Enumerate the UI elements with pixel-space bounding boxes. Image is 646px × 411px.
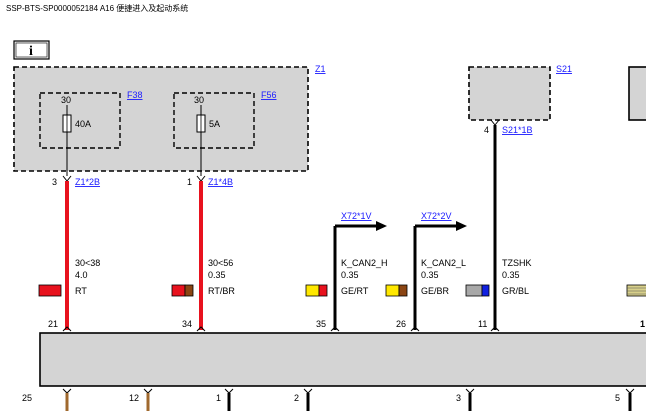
connector-link[interactable]: Z1*2B: [75, 177, 100, 187]
wire-size: 0.35: [341, 270, 359, 280]
bottom-pin: 21: [48, 319, 58, 329]
wire-30-56[interactable]: 1 Z1*4B 30<56 0.35 RT/BR 34: [171, 175, 235, 330]
wire-size: 4.0: [75, 270, 88, 280]
bottom-pin-label: 25: [22, 393, 32, 403]
wire-30-38[interactable]: 3 Z1*2B 30<38 4.0 RT 21: [38, 175, 100, 330]
wire-tzshk[interactable]: 4 S21*1B TZSHK 0.35 GR/BL 11: [465, 119, 533, 330]
bottom-pin-label: 2: [294, 393, 299, 403]
wire-k-can2-h[interactable]: X72*1V K_CAN2_H 0.35 GE/RT 35: [305, 211, 388, 330]
wire-color-swatch: [465, 284, 483, 297]
bottom-pin: 26: [396, 319, 406, 329]
bottom-pin: 1: [640, 319, 645, 329]
connector-link[interactable]: S21*1B: [502, 125, 533, 135]
fuse-f56: F56 30 5A: [173, 90, 277, 149]
connector-link[interactable]: Z1*4B: [208, 177, 233, 187]
wire-color-swatch: [305, 284, 320, 297]
wire-size: 0.35: [502, 270, 520, 280]
fuse-f56-rating: 5A: [209, 119, 220, 129]
wire-size: 0.35: [421, 270, 439, 280]
wire-color-code: GE/BR: [421, 286, 450, 296]
fuse-f38-rating: 40A: [75, 119, 91, 129]
wire-size: 0.35: [208, 270, 226, 280]
arrow-link[interactable]: X72*2V: [421, 211, 452, 221]
wire-color-swatch: [626, 284, 646, 297]
bottom-pin-label: 3: [456, 393, 461, 403]
wire-circuit: TZSHK: [502, 258, 532, 268]
wire-pin: 4: [484, 125, 489, 135]
wire-color-swatch: [385, 284, 400, 297]
bottom-pin-label: 1: [216, 393, 221, 403]
s21-link[interactable]: S21: [556, 64, 572, 74]
fuse-carrier-z1: Z1: [13, 64, 326, 172]
wire-color-swatch-stripe: [184, 284, 194, 297]
wire-color-swatch-stripe: [318, 284, 328, 297]
wire-k-can2-l[interactable]: X72*2V K_CAN2_L 0.35 GE/BR 26: [385, 211, 467, 330]
component-partial-right: [628, 66, 646, 121]
module-top-connectors: [62, 326, 500, 332]
wire-color-swatch-stripe: [398, 284, 408, 297]
wire-pin: 1: [187, 177, 192, 187]
module-bottom-pins: 25 12 1 2 3 5: [22, 388, 635, 411]
fuse-f38-pin: 30: [61, 95, 71, 105]
bottom-pin-label: 5: [615, 393, 620, 403]
wire-color-swatch: [38, 284, 62, 297]
arrow-link[interactable]: X72*1V: [341, 211, 372, 221]
bottom-pin: 35: [316, 319, 326, 329]
fuse-f56-link[interactable]: F56: [261, 90, 277, 100]
wire-pin: 3: [52, 177, 57, 187]
switch-s21: S21: [468, 64, 572, 121]
control-module[interactable]: [39, 332, 646, 387]
wire-circuit: 30<38: [75, 258, 100, 268]
wire-color-code: GR/BL: [502, 286, 529, 296]
wire-circuit: K_CAN2_L: [421, 258, 466, 268]
wire-partial-right: 1: [626, 284, 646, 329]
bottom-pin-label: 12: [129, 393, 139, 403]
wire-circuit: K_CAN2_H: [341, 258, 388, 268]
bottom-pin: 34: [182, 319, 192, 329]
fuse-f56-pin: 30: [194, 95, 204, 105]
info-button[interactable]: i: [13, 40, 50, 60]
wire-color-code: GE/RT: [341, 286, 369, 296]
wire-color-swatch-stripe: [481, 284, 490, 297]
wire-color-code: RT: [75, 286, 87, 296]
fuse-f38-link[interactable]: F38: [127, 90, 143, 100]
wire-circuit: 30<56: [208, 258, 233, 268]
wire-color-swatch: [171, 284, 186, 297]
page-title: SSP-BTS-SP0000052184 A16 便捷进入及起动系统: [6, 3, 188, 13]
bottom-pin: 11: [478, 319, 487, 329]
wire-color-code: RT/BR: [208, 286, 235, 296]
z1-link[interactable]: Z1: [315, 64, 326, 74]
info-icon: i: [29, 44, 33, 59]
